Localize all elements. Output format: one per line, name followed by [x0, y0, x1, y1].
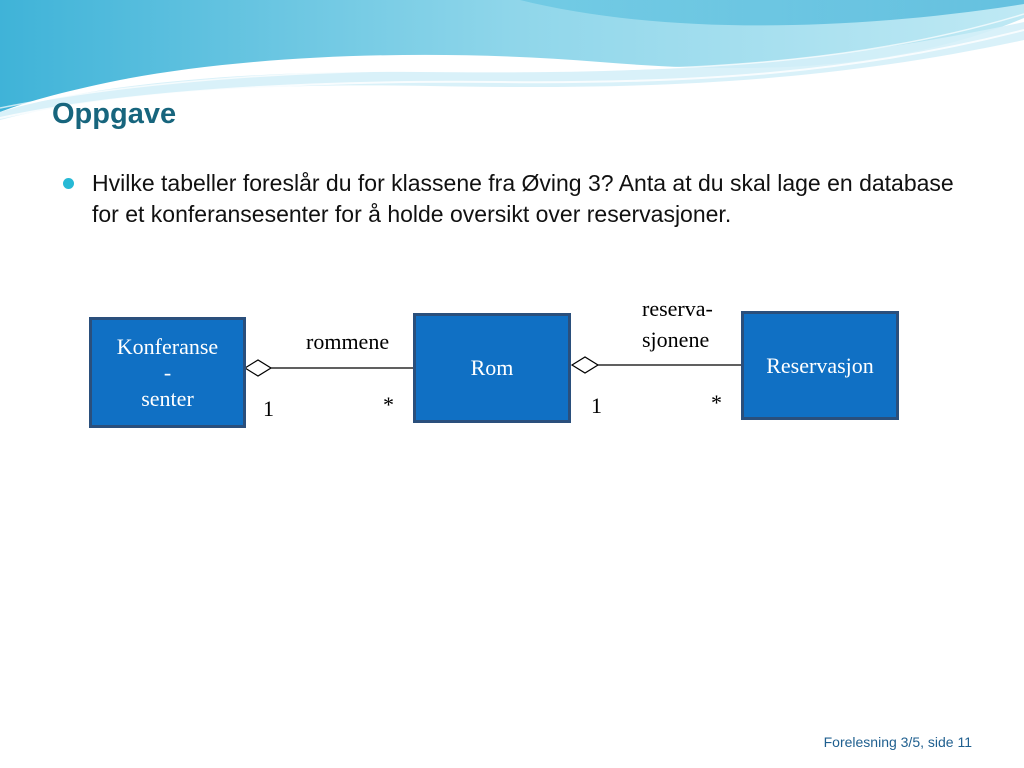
slide-footer: Forelesning 3/5, side 11 [823, 734, 972, 750]
bullet-icon [63, 178, 74, 189]
class-rom: Rom [413, 313, 571, 423]
multiplicity-reservasjonene: * [711, 390, 722, 415]
class-reservasjon: Reservasjon [741, 311, 899, 420]
multiplicity-rom: 1 [591, 393, 602, 418]
class-name-line-1: Konferanse [116, 333, 219, 359]
bullet-text: Hvilke tabeller foreslår du for klassene… [92, 170, 954, 227]
class-name-line-3: senter [141, 385, 194, 411]
header-wave-decoration [0, 0, 1024, 120]
role-label-reservasjonene-line-2: sjonene [642, 327, 710, 352]
class-konferansesenter: Konferanse - senter [89, 317, 246, 428]
aggregation-diamond-senter [243, 359, 273, 377]
class-name: Rom [470, 355, 514, 380]
class-name: Reservasjon [766, 352, 874, 378]
aggregation-diamond-rom [570, 356, 600, 374]
multiplicity-senter: 1 [263, 396, 274, 421]
class-name-line-2: - [163, 359, 172, 385]
multiplicity-rommene: * [383, 392, 394, 417]
slide-title: Oppgave [52, 98, 177, 130]
role-label-rommene: rommene [306, 329, 390, 354]
role-label-reservasjonene-line-1: reserva- [642, 296, 713, 321]
